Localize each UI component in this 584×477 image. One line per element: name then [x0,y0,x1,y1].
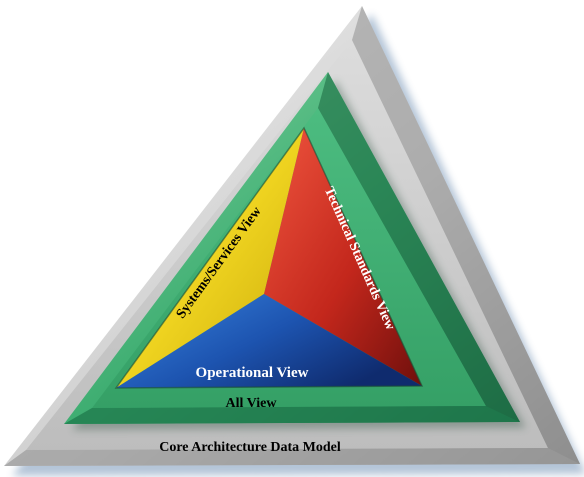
all-view-label: All View [226,396,278,411]
operational-view-segment [116,294,422,388]
middle-triangle-bottom-shade [64,406,520,424]
core-architecture-data-model-label: Core Architecture Data Model [159,440,341,455]
middle-triangle-right-shade [318,72,520,422]
outer-triangle-bottom-shade [4,448,580,466]
outer-triangle-right-shade [352,6,580,464]
inner-triangle-outline [114,126,424,389]
technical-standards-view-segment [264,128,422,386]
operational-view-label: Operational View [196,365,309,381]
